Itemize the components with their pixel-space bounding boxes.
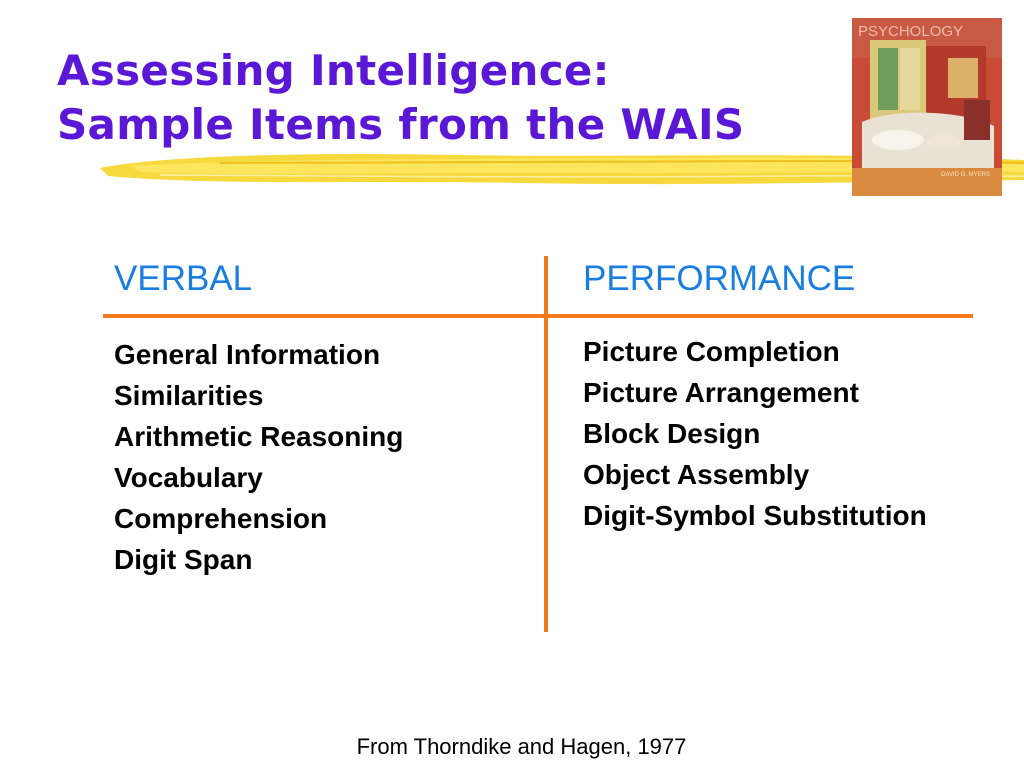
list-item: Vocabulary bbox=[114, 462, 263, 493]
list-item: Digit-Symbol Substitution bbox=[583, 500, 927, 531]
list-item: Arithmetic Reasoning bbox=[114, 421, 404, 452]
verbal-heading: VERBAL bbox=[114, 259, 253, 298]
slide-title-line-1: Assessing Intelligence: bbox=[57, 46, 610, 95]
list-item: Block Design bbox=[583, 418, 761, 449]
slide-title: Assessing Intelligence: Sample Items fro… bbox=[57, 44, 744, 152]
list-item: General Information bbox=[114, 339, 381, 370]
list-item: Comprehension bbox=[114, 503, 328, 534]
list-item: Similarities bbox=[114, 380, 264, 411]
book-cover-author: DAVID G. MYERS bbox=[941, 172, 990, 178]
psychology-book-cover: PSYCHOLOGY DAVID G. MYERS bbox=[852, 18, 1002, 196]
performance-items-list: Picture Completion Picture Arrangement B… bbox=[583, 331, 927, 536]
source-citation: From Thorndike and Hagen, 1977 bbox=[356, 734, 687, 759]
verbal-items-list: General Information Similarities Arithme… bbox=[114, 334, 403, 580]
list-item: Digit Span bbox=[114, 544, 253, 575]
slide-title-line-2: Sample Items from the WAIS bbox=[57, 100, 745, 149]
list-item: Object Assembly bbox=[583, 459, 810, 490]
list-item: Picture Arrangement bbox=[583, 377, 859, 408]
vertical-divider bbox=[544, 256, 548, 632]
performance-heading: PERFORMANCE bbox=[583, 259, 856, 298]
list-item: Picture Completion bbox=[583, 336, 840, 367]
book-cover-title: PSYCHOLOGY bbox=[858, 23, 963, 40]
horizontal-divider bbox=[103, 314, 973, 318]
